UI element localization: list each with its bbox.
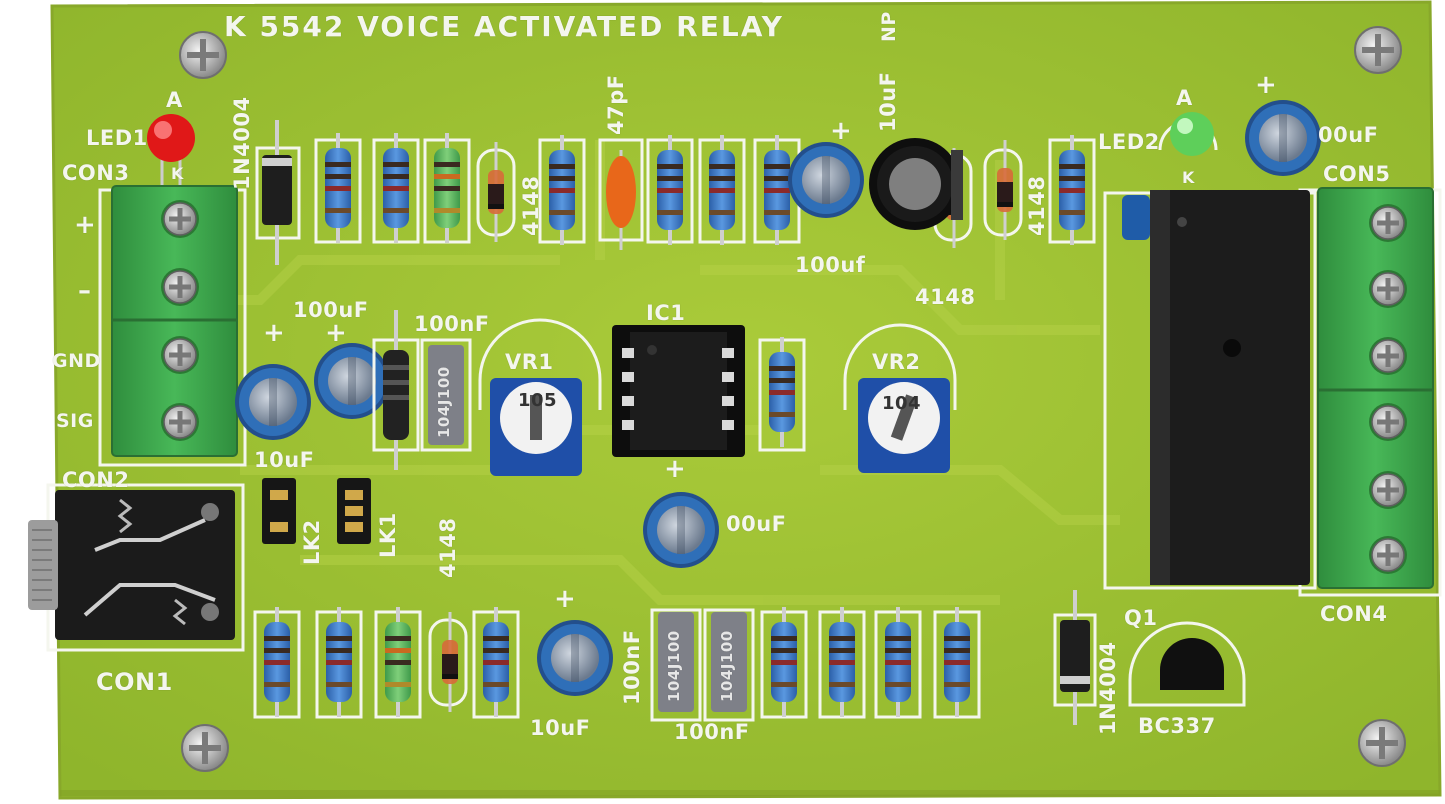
cap-100nf-c-label: 100nF [674, 720, 750, 744]
trimmers [478, 318, 957, 476]
cap-plus-a: + [830, 116, 853, 146]
q1-transistor [1128, 621, 1246, 707]
plus-label: + [74, 210, 97, 240]
gnd-label: GND [52, 350, 101, 372]
vr2-label: VR2 [872, 350, 921, 374]
film-code-c: 104J100 [718, 630, 736, 702]
con4-label: CON4 [1320, 602, 1388, 626]
cap-10uf-a-label: 10uF [254, 448, 315, 472]
ic1-label: IC1 [646, 301, 686, 325]
cap-47pf-label: 47pF [604, 74, 628, 135]
cap-10uf-np-label: 10uF [876, 71, 900, 132]
diode-1n4004-bottom [1053, 590, 1097, 725]
led1-cathode-label: K [171, 164, 184, 183]
d4148-b-label: 4148 [1025, 175, 1049, 236]
con5-label: CON5 [1323, 162, 1391, 186]
bc337-label: BC337 [1138, 714, 1216, 738]
led2-anode-label: A [1176, 86, 1193, 110]
cap-47pf [598, 138, 644, 250]
d4148-c-label: 4148 [915, 285, 976, 309]
jumpers [262, 478, 371, 544]
np-label: NP [878, 11, 900, 42]
cap-plus-b: + [263, 318, 286, 348]
film-code-a: 104J100 [435, 366, 453, 438]
d4148-d-label: 4148 [436, 517, 460, 578]
cap-plus-center: + [664, 454, 687, 484]
diode-1n4004-top [255, 120, 301, 265]
led2-green [1158, 112, 1218, 156]
led2-cathode-label: K [1182, 168, 1195, 187]
cap-plus-relay: + [1255, 70, 1278, 100]
cap-plus-c: + [325, 318, 348, 348]
audio-jack [28, 483, 245, 652]
cap-100nf-a-label: 100nF [414, 312, 490, 336]
film-code-b: 104J100 [665, 630, 683, 702]
con2-label: CON2 [62, 468, 130, 492]
film-caps [420, 338, 755, 722]
vr1-label: VR1 [505, 350, 554, 374]
ic1-chip [612, 325, 745, 457]
d4148-a-label: 4148 [519, 175, 543, 236]
led1-label: LED1 [86, 126, 148, 150]
sig-label: SIG [56, 410, 94, 432]
led1-red [147, 114, 195, 185]
diode-top-label: 1N4004 [230, 96, 254, 190]
board-title: K 5542 VOICE ACTIVATED RELAY [224, 10, 784, 43]
cap-00uf-center-label: 00uF [726, 512, 787, 536]
bottom-row-resistors [253, 605, 981, 719]
con1-label: CON1 [96, 668, 173, 696]
led1-anode-label: A [166, 88, 183, 112]
trim-vr1-code: 105 [518, 390, 558, 411]
cap-100uf-a-label: 100uf [795, 253, 866, 277]
top-row-resistors [314, 131, 1096, 247]
cap-plus-d: + [554, 584, 577, 614]
cap-00uf-relay-label: 00uF [1318, 123, 1379, 147]
cap-100nf-b-label: 100nF [620, 629, 644, 705]
diode-bottom-label: 1N4004 [1096, 641, 1120, 735]
trim-vr2-code: 104 [882, 393, 922, 414]
con3-label: CON3 [62, 161, 130, 185]
cap-100uf-b-label: 100uF [293, 298, 369, 322]
middle-resistors [372, 310, 806, 470]
led2-label: LED2 [1098, 130, 1160, 154]
relay [1103, 190, 1317, 590]
cap-10uf-b-label: 10uF [530, 716, 591, 740]
minus-label: – [78, 276, 92, 306]
electrolytic-caps [235, 100, 1321, 696]
lk2-label: LK2 [300, 519, 324, 565]
con5-con4-terminal-block [1298, 187, 1442, 597]
lk1-label: LK1 [376, 512, 400, 558]
q1-label: Q1 [1124, 606, 1158, 630]
con3-terminal-block [98, 185, 247, 467]
